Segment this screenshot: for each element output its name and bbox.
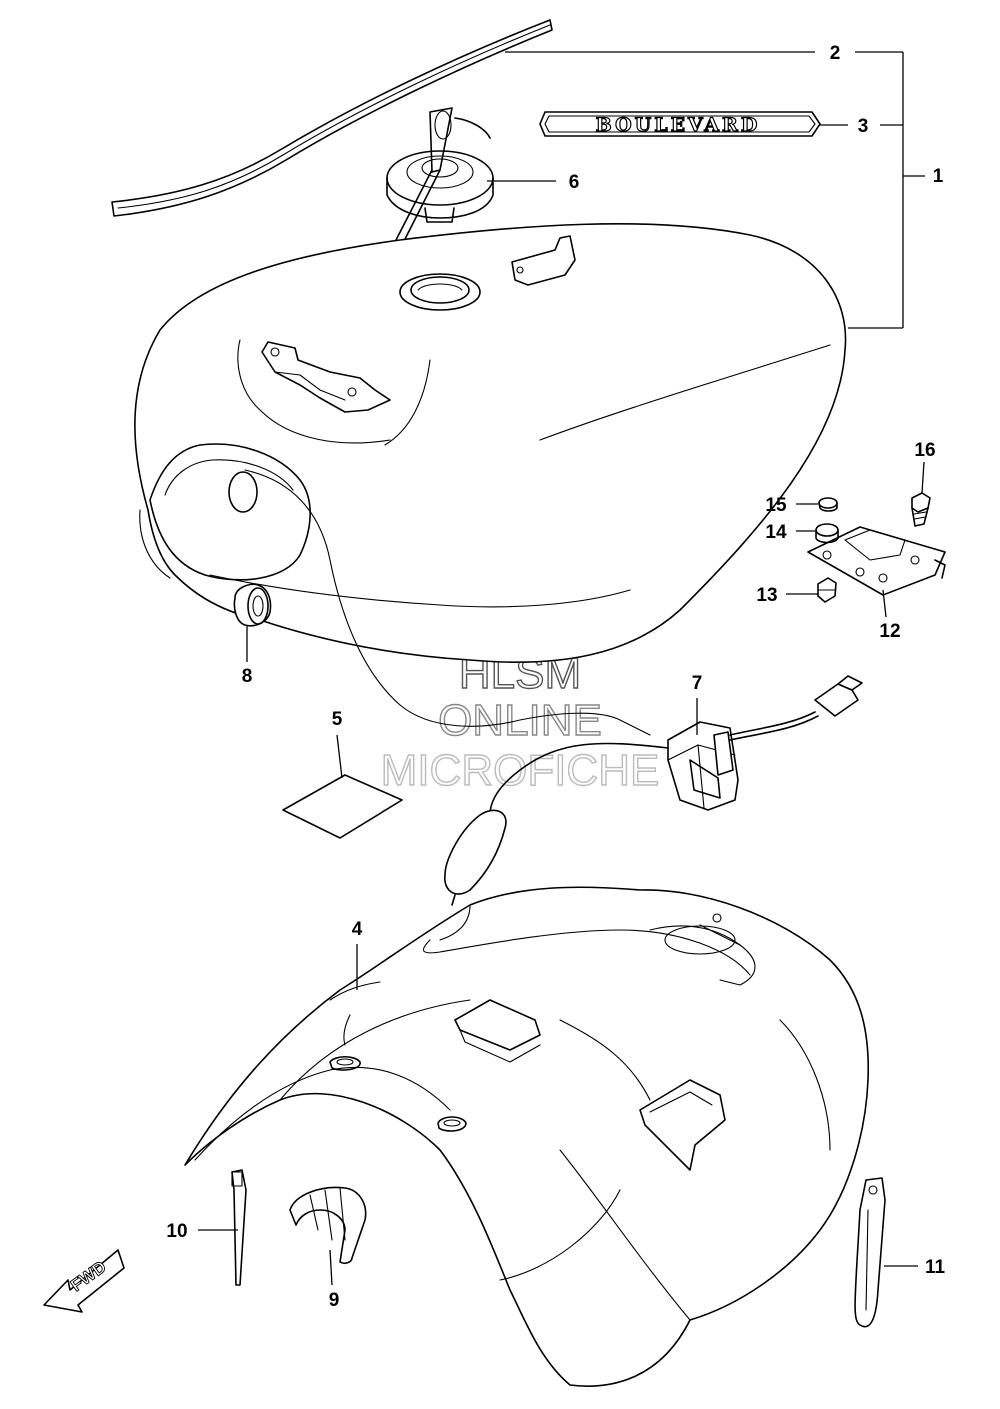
part-8-rubber-grommet — [233, 583, 272, 627]
watermark: HLSM ONLINE MICROFICHE — [380, 648, 660, 795]
callout-2: 2 — [830, 43, 841, 64]
part-6-fuel-cap — [386, 107, 494, 246]
part-5-label-sheet — [282, 774, 403, 839]
part-10-cable-tie — [231, 1169, 247, 1286]
part-16-bolt — [911, 492, 931, 527]
callout-4: 4 — [352, 919, 363, 940]
callout-11: 11 — [925, 1257, 946, 1278]
part-3-boulevard-emblem: BOULEVARD — [539, 111, 821, 137]
part-15-collar — [818, 497, 838, 512]
callout-14: 14 — [765, 522, 787, 543]
callout-10: 10 — [166, 1221, 187, 1242]
callout-6: 6 — [569, 172, 580, 193]
part-4-heat-shield — [184, 886, 870, 1387]
part-12-bracket-plate — [807, 526, 946, 596]
part-13-bolt — [817, 577, 837, 603]
leader-lines — [198, 51, 925, 1286]
callout-7: 7 — [692, 673, 703, 694]
callout-15: 15 — [765, 495, 787, 516]
callout-5: 5 — [332, 709, 343, 730]
part-11-band — [854, 1177, 886, 1328]
emblem-text: BOULEVARD — [596, 114, 761, 136]
callout-16: 16 — [914, 440, 935, 461]
callout-13: 13 — [756, 585, 777, 606]
callout-3: 3 — [858, 116, 869, 137]
callout-8: 8 — [242, 666, 253, 687]
callout-12: 12 — [879, 621, 900, 642]
callouts: 1 2 3 4 5 6 7 8 9 10 11 12 13 14 15 16 — [166, 43, 945, 1311]
part-2-tape-stripe — [111, 19, 553, 217]
part-7-fuel-level-gauge — [444, 675, 863, 906]
callout-1: 1 — [933, 166, 944, 187]
fwd-arrow-icon: FWD — [43, 1249, 125, 1313]
callout-9: 9 — [329, 1290, 340, 1311]
part-1-fuel-tank — [134, 223, 847, 736]
part-14-grommet — [815, 523, 839, 544]
part-9-clamp — [289, 1186, 367, 1265]
